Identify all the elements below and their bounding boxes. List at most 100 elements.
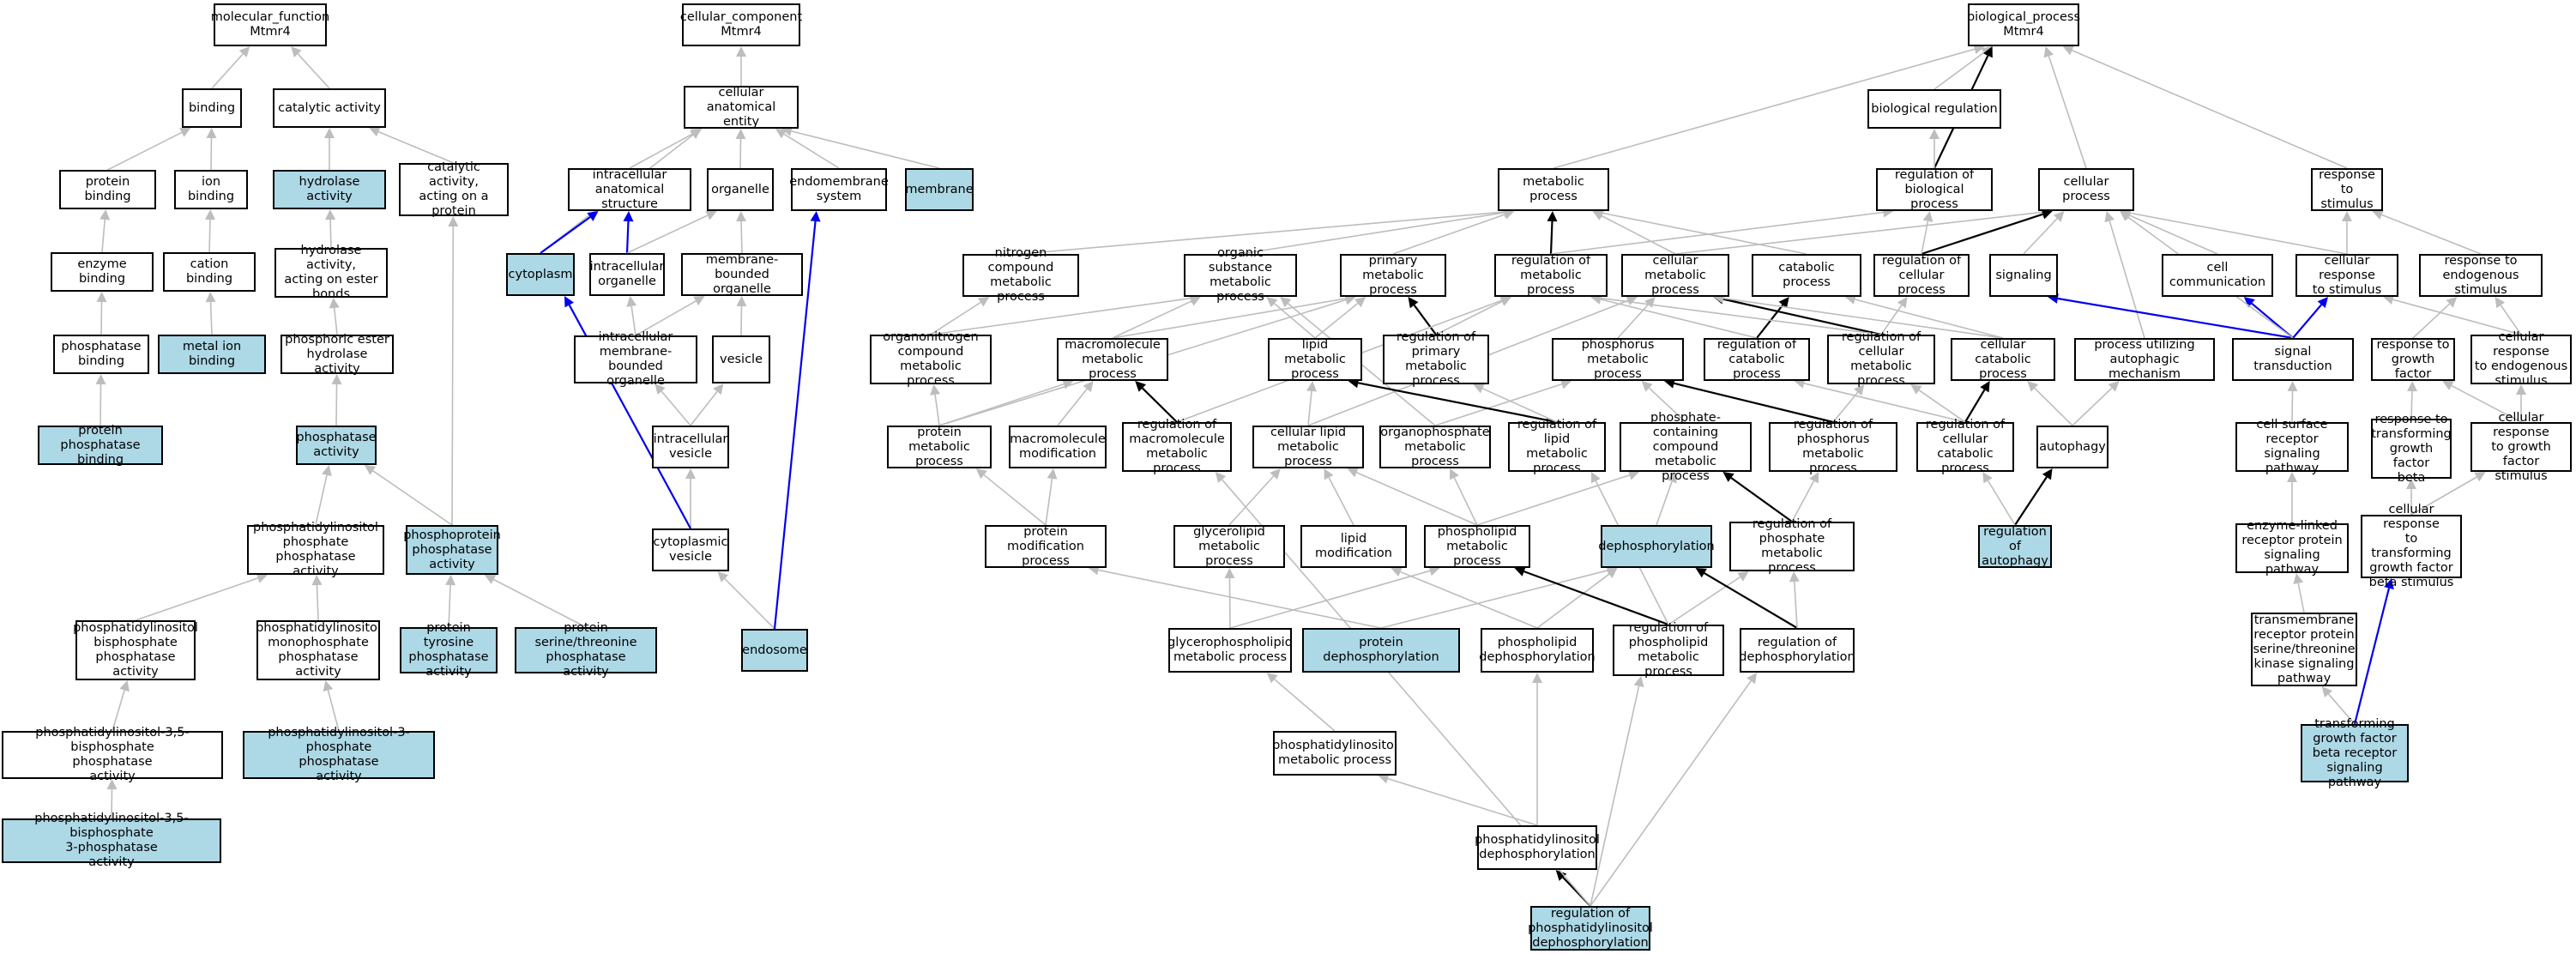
node-hydrolase-activity[interactable]: hydrolase activity — [273, 170, 386, 209]
node-intracellular-organelle[interactable]: intracellular organelle — [589, 253, 665, 296]
node-cytoplasm[interactable]: cytoplasm — [506, 253, 575, 296]
node-biological-regulation[interactable]: biological regulation — [1867, 89, 2001, 129]
node-cation-binding[interactable]: cation binding — [163, 252, 256, 292]
node-lipid-metabolic-process[interactable]: lipid metabolic process — [1268, 338, 1362, 381]
node-molecular-function-root[interactable]: molecular_function Mtmr4 — [211, 3, 329, 46]
node-endosome[interactable]: endosome — [741, 629, 808, 672]
node-cellular-response-to-endogenous-stimulus[interactable]: cellular response to endogenous stimulus — [2470, 330, 2572, 388]
node-regulation-of-cellular-metabolic[interactable]: regulation of cellular metabolic process — [1827, 330, 1935, 388]
node-transmembrane-serthr-kinase-signaling[interactable]: transmembrane receptor protein serine/th… — [2251, 613, 2357, 686]
node-intracellular-membrane-bounded-organelle[interactable]: intracellular membrane-bounded organelle — [574, 330, 697, 388]
node-regulation-of-cellular-catabolic[interactable]: regulation of cellular catabolic process — [1916, 418, 2014, 475]
node-regulation-of-lipid-metabolic[interactable]: regulation of lipid metabolic process — [1508, 418, 1606, 475]
node-glycerophospholipid-metabolic[interactable]: glycerophospholipid metabolic process — [1167, 628, 1293, 673]
node-binding[interactable]: binding — [182, 88, 242, 128]
node-cellular-anatomical-entity[interactable]: cellular anatomical entity — [684, 86, 799, 129]
node-protein-modification-process[interactable]: protein modification process — [985, 525, 1107, 568]
node-regulation-of-metabolic-process[interactable]: regulation of metabolic process — [1494, 254, 1608, 297]
node-regulation-of-autophagy[interactable]: regulation of autophagy — [1978, 525, 2052, 568]
node-signaling[interactable]: signaling — [1989, 254, 2058, 297]
node-vesicle[interactable]: vesicle — [712, 335, 770, 383]
node-protein-binding[interactable]: protein binding — [59, 170, 156, 209]
node-response-to-growth-factor[interactable]: response to growth factor — [2371, 338, 2455, 381]
node-biological-process-root[interactable]: biological_process Mtmr4 — [1967, 3, 2080, 46]
node-endomembrane-system[interactable]: endomembrane system — [789, 168, 889, 211]
node-phospholipid-dephosphorylation[interactable]: phospholipid dephosphorylation — [1479, 628, 1596, 673]
node-enzyme-binding[interactable]: enzyme binding — [51, 252, 154, 292]
node-pi-phosphate-phosphatase[interactable]: phosphatidylinositol phosphate phosphata… — [247, 521, 384, 578]
node-pi-monophosphate-phosphatase[interactable]: phosphatidylinositol monophosphate phosp… — [256, 620, 381, 680]
node-lipid-modification[interactable]: lipid modification — [1300, 525, 1407, 568]
node-macromolecule-metabolic[interactable]: macromolecule metabolic process — [1057, 338, 1168, 381]
node-enzyme-linked-receptor-signaling[interactable]: enzyme-linked receptor protein signaling… — [2235, 519, 2349, 577]
node-intracellular-anatomical-structure[interactable]: intracellular anatomical structure — [568, 168, 691, 211]
node-hydrolase-acting-on-ester-bonds[interactable]: hydrolase activity, acting on ester bond… — [274, 244, 388, 301]
node-cellular-response-to-stimulus[interactable]: cellular response to stimulus — [2295, 254, 2398, 297]
node-regulation-of-catabolic-process[interactable]: regulation of catabolic process — [1704, 338, 1810, 381]
node-protein-phosphatase-binding[interactable]: protein phosphatase binding — [38, 424, 163, 467]
node-cellular-catabolic-process[interactable]: cellular catabolic process — [1951, 338, 2055, 381]
node-organonitrogen-compound-metabolic[interactable]: organonitrogen compound metabolic proces… — [870, 330, 992, 388]
node-metal-ion-binding[interactable]: metal ion binding — [158, 335, 266, 374]
node-process-utilizing-autophagic-mechanism[interactable]: process utilizing autophagic mechanism — [2074, 338, 2215, 381]
node-protein-serthr-phosphatase[interactable]: protein serine/threonine phosphatase act… — [515, 621, 657, 679]
node-ion-binding[interactable]: ion binding — [174, 170, 248, 209]
node-phospholipid-metabolic[interactable]: phospholipid metabolic process — [1424, 525, 1530, 568]
node-regulation-of-biological-process[interactable]: regulation of biological process — [1876, 168, 1993, 211]
node-cellular-component-root[interactable]: cellular_component Mtmr4 — [680, 3, 802, 46]
node-response-to-stimulus[interactable]: response to stimulus — [2311, 168, 2383, 211]
node-regulation-of-phosphorus-metabolic[interactable]: regulation of phosphorus metabolic proce… — [1769, 418, 1897, 475]
node-regulation-of-pi-dephosphorylation[interactable]: regulation of phosphatidylinositol depho… — [1528, 906, 1653, 951]
node-pi3-phosphate-phosphatase[interactable]: phosphatidylinositol-3-phosphate phospha… — [243, 726, 435, 783]
node-pi35-bisphosphate-3-phosphatase[interactable]: phosphatidylinositol-3,5-bisphosphate 3-… — [2, 812, 221, 869]
node-organic-substance-metabolic[interactable]: organic substance metabolic process — [1184, 246, 1297, 304]
node-regulation-of-cellular-process[interactable]: regulation of cellular process — [1873, 254, 1970, 297]
node-regulation-of-macromolecule-metabolic[interactable]: regulation of macromolecule metabolic pr… — [1122, 418, 1232, 475]
node-cytoplasmic-vesicle[interactable]: cytoplasmic vesicle — [652, 528, 729, 571]
node-phosphate-containing-compound-metabolic[interactable]: phosphate-containing compound metabolic … — [1620, 411, 1752, 483]
node-tgf-beta-receptor-signaling[interactable]: transforming growth factor beta receptor… — [2301, 717, 2409, 789]
node-protein-tyrosine-phosphatase[interactable]: protein tyrosine phosphatase activity — [400, 621, 498, 679]
node-organelle[interactable]: organelle — [707, 168, 774, 211]
node-organophosphate-metabolic[interactable]: organophosphate metabolic process — [1379, 425, 1491, 468]
node-phosphatase-binding[interactable]: phosphatase binding — [53, 335, 149, 374]
node-signal-transduction[interactable]: signal transduction — [2232, 338, 2354, 381]
node-cellular-lipid-metabolic[interactable]: cellular lipid metabolic process — [1252, 426, 1364, 468]
node-glycerolipid-metabolic[interactable]: glycerolipid metabolic process — [1173, 525, 1285, 568]
node-catalytic-activity-acting-on-protein[interactable]: catalytic activity, acting on a protein — [399, 160, 509, 218]
node-pi-metabolic-process[interactable]: phosphatidylinositol metabolic process — [1272, 731, 1397, 776]
node-regulation-of-dephosphorylation[interactable]: regulation of dephosphorylation — [1739, 628, 1855, 673]
node-phosphoric-ester-hydrolase[interactable]: phosphoric ester hydrolase activity — [281, 333, 394, 376]
node-membrane[interactable]: membrane — [905, 168, 974, 211]
node-response-to-tgf-beta[interactable]: response to transforming growth factor b… — [2371, 412, 2452, 485]
node-metabolic-process[interactable]: metabolic process — [1498, 168, 1609, 211]
node-pi-bisphosphate-phosphatase[interactable]: phosphatidylinositol bisphosphate phosph… — [73, 620, 198, 680]
node-regulation-of-primary-metabolic[interactable]: regulation of primary metabolic process — [1383, 330, 1489, 388]
node-cellular-metabolic-process[interactable]: cellular metabolic process — [1621, 254, 1729, 297]
node-protein-metabolic-process[interactable]: protein metabolic process — [887, 426, 992, 468]
node-macromolecule-modification[interactable]: macromolecule modification — [1009, 426, 1107, 468]
node-phosphatase-activity[interactable]: phosphatase activity — [296, 426, 377, 465]
node-cellular-response-to-growth-factor[interactable]: cellular response to growth factor stimu… — [2470, 411, 2572, 483]
node-cell-surface-receptor-signaling[interactable]: cell surface receptor signaling pathway — [2235, 418, 2349, 475]
node-phosphorus-metabolic-process[interactable]: phosphorus metabolic process — [1552, 338, 1684, 381]
node-phosphoprotein-phosphatase[interactable]: phosphoprotein phosphatase activity — [403, 525, 501, 575]
node-catabolic-process[interactable]: catabolic process — [1752, 254, 1861, 297]
node-catalytic-activity[interactable]: catalytic activity — [273, 88, 386, 128]
node-cellular-response-to-tgf-beta[interactable]: cellular response to transforming growth… — [2361, 503, 2462, 589]
edge-organonitrogen-to-organic_substance — [930, 297, 1191, 335]
node-regulation-of-phospholipid-metabolic[interactable]: regulation of phospholipid metabolic pro… — [1613, 621, 1724, 679]
node-regulation-of-phosphate-metabolic[interactable]: regulation of phosphate metabolic proces… — [1729, 517, 1855, 575]
node-intracellular-vesicle[interactable]: intracellular vesicle — [652, 426, 729, 468]
node-protein-dephosphorylation[interactable]: protein dephosphorylation — [1302, 628, 1460, 673]
node-autophagy[interactable]: autophagy — [2036, 426, 2108, 468]
node-membrane-bounded-organelle[interactable]: membrane-bounded organelle — [681, 253, 803, 296]
node-cell-communication[interactable]: cell communication — [2162, 254, 2273, 297]
node-pi35-bisphosphate-phosphatase[interactable]: phosphatidylinositol-3,5-bisphosphate ph… — [2, 726, 223, 783]
node-pi-dephosphorylation[interactable]: phosphatidylinositol dephosphorylation — [1475, 825, 1600, 870]
node-response-to-endogenous-stimulus[interactable]: response to endogenous stimulus — [2419, 254, 2543, 297]
node-primary-metabolic-process[interactable]: primary metabolic process — [1340, 254, 1446, 297]
node-cellular-process[interactable]: cellular process — [2038, 168, 2134, 211]
node-nitrogen-compound-metabolic[interactable]: nitrogen compound metabolic process — [962, 246, 1079, 304]
node-dephosphorylation[interactable]: dephosphorylation — [1598, 525, 1715, 568]
